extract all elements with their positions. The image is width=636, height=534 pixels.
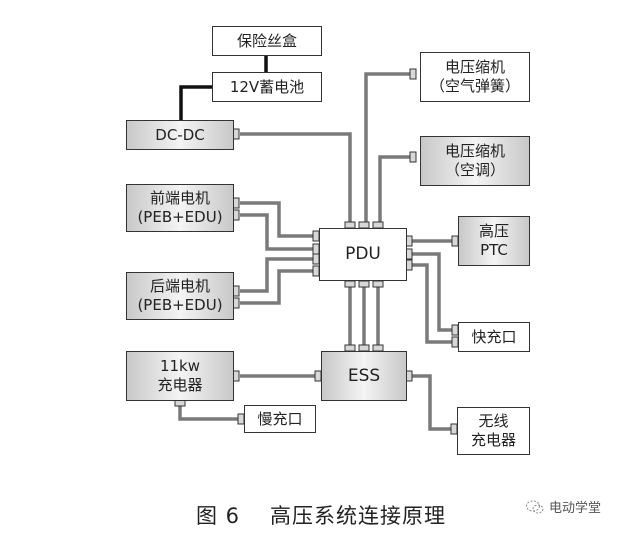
wire-front-motor-1 [240, 201, 316, 238]
figure-title: 高压系统连接原理 [270, 504, 447, 528]
wire-dcdc-pdu [240, 132, 352, 226]
front-motor-line1: 前端电机 [149, 189, 210, 207]
battery-12v: 12V蓄电池 [212, 72, 322, 102]
fuse-box: 保险丝盒 [212, 26, 322, 56]
watermark: 电动学堂 [525, 497, 601, 516]
fuse-box-label: 保险丝盒 [236, 31, 297, 50]
rear-motor-line1: 后端电机 [149, 277, 210, 295]
wire-charger-slowport [178, 402, 240, 421]
pdu: PDU [319, 228, 407, 281]
slow-charge-port: 慢充口 [244, 405, 316, 433]
pdu-label: PDU [345, 244, 381, 264]
hv-ptc: 高压 PTC [458, 216, 530, 266]
ess-label: ESS [347, 365, 381, 386]
figure-caption: 图 6 高压系统连接原理 [196, 500, 446, 530]
wire-pdu-fastcharge-1 [410, 252, 454, 332]
pin [344, 280, 356, 288]
compressor-ac-line1: 电压缩机 [444, 142, 505, 160]
dcdc-label: DC-DC [155, 125, 205, 144]
front-motor: 前端电机 (PEB+EDU) [126, 184, 234, 232]
wire-rear-motor-1 [240, 257, 316, 293]
hv-ptc-line1: 高压 [478, 222, 509, 240]
wire-ess-wireless [410, 374, 453, 431]
compressor-air-spring-line2: （空气弹簧） [429, 77, 520, 95]
wire-battery-dcdc [179, 85, 212, 120]
charger-11kw: 11kw 充电器 [126, 351, 234, 401]
high-voltage-wires [178, 72, 454, 431]
watermark-text: 电动学堂 [549, 501, 602, 516]
wireless-charger: 无线 充电器 [457, 407, 530, 455]
compressor-air-spring: 电压缩机 （空气弹簧） [420, 52, 530, 102]
compressor-ac-line2: （空调） [444, 161, 505, 179]
pin [372, 280, 384, 288]
charger-11kw-line2: 充电器 [157, 376, 203, 394]
wire-pdu-compressor-air [364, 72, 415, 226]
pin [409, 68, 417, 80]
figure-number: 图 6 [196, 504, 241, 528]
slow-charge-port-label: 慢充口 [257, 409, 303, 428]
fast-charge-port: 快充口 [458, 322, 530, 352]
rear-motor-line2: (PEB+EDU) [137, 296, 223, 314]
dcdc-converter: DC-DC [126, 120, 234, 150]
front-motor-line2: (PEB+EDU) [137, 208, 223, 226]
hv-ptc-line2: PTC [480, 241, 508, 259]
compressor-ac: 电压缩机 （空调） [420, 136, 530, 186]
ess: ESS [321, 351, 407, 401]
wireless-charger-line2: 充电器 [470, 431, 516, 449]
low-voltage-wires [179, 56, 268, 120]
wire-rear-motor-2 [240, 269, 316, 305]
wireless-charger-line1: 无线 [478, 412, 509, 430]
fast-charge-port-label: 快充口 [471, 327, 517, 346]
battery-12v-label: 12V蓄电池 [229, 77, 305, 96]
wire-pdu-fastcharge-2 [410, 263, 454, 344]
pin [409, 151, 417, 163]
wechat-icon [526, 500, 544, 513]
compressor-air-spring-line1: 电压缩机 [444, 58, 505, 76]
wire-pdu-compressor-ac [378, 155, 415, 226]
charger-11kw-line1: 11kw [159, 357, 201, 375]
wire-front-motor-2 [240, 213, 316, 251]
rear-motor: 后端电机 (PEB+EDU) [126, 272, 234, 320]
pin [358, 280, 370, 288]
